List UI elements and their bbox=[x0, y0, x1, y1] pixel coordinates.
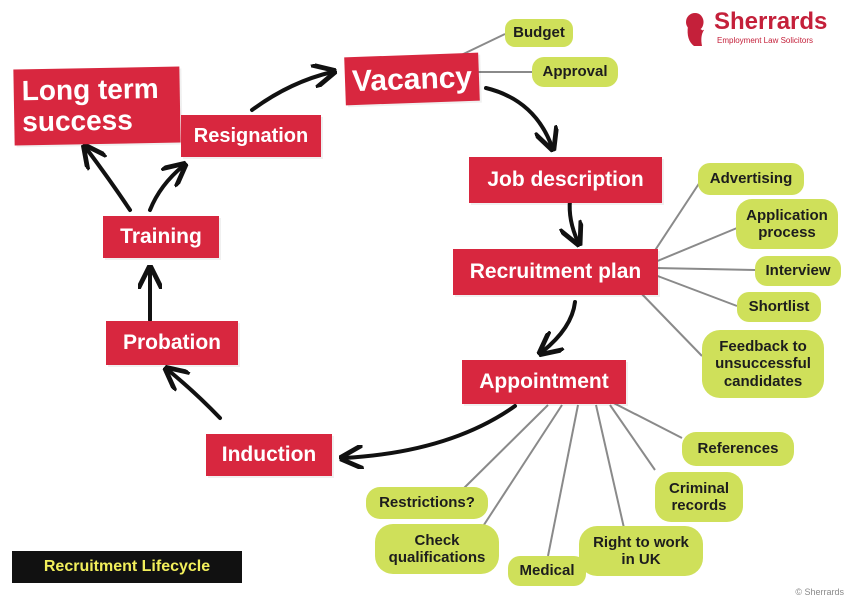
stage-probation: Probation bbox=[106, 321, 238, 365]
stage-training: Training bbox=[103, 216, 219, 258]
detail-feedback: Feedback to unsuccessful candidates bbox=[702, 330, 824, 398]
detail-right-to-work: Right to work in UK bbox=[579, 526, 703, 576]
detail-check-qualifications: Check qualifications bbox=[375, 524, 499, 574]
connector-interview bbox=[654, 267, 756, 271]
copyright-text: © Sherrards bbox=[795, 587, 844, 597]
connector-restrictions bbox=[457, 404, 549, 495]
sherrards-logo: Sherrards Employment Law Solicitors bbox=[684, 8, 844, 48]
arrow-recruitment-plan-to-appointment bbox=[542, 300, 577, 352]
arrow-induction-to-probation bbox=[168, 370, 222, 420]
sherrards-head-icon bbox=[686, 12, 706, 46]
connector-criminal-records bbox=[609, 404, 656, 471]
connector-right-to-work bbox=[595, 404, 625, 529]
arrow-appointment-to-induction bbox=[344, 404, 517, 458]
arrow-training-to-long-term-success bbox=[86, 148, 132, 212]
detail-references: References bbox=[682, 432, 794, 466]
connector-feedback bbox=[637, 289, 703, 357]
arrow-job-description-to-recruitment-plan bbox=[570, 198, 578, 242]
detail-medical: Medical bbox=[508, 556, 586, 586]
connector-application-process bbox=[654, 227, 738, 263]
diagram-caption: Recruitment Lifecycle bbox=[12, 551, 242, 583]
stage-appointment: Appointment bbox=[462, 360, 626, 404]
detail-shortlist: Shortlist bbox=[737, 292, 821, 322]
connector-shortlist bbox=[654, 274, 738, 307]
connector-medical bbox=[547, 404, 579, 557]
arrow-training-to-resignation bbox=[148, 166, 183, 212]
arrow-resignation-to-vacancy bbox=[250, 72, 332, 112]
logo-tagline: Employment Law Solicitors bbox=[717, 36, 814, 45]
stage-job-description: Job description bbox=[469, 157, 662, 203]
stage-recruitment-plan: Recruitment plan bbox=[453, 249, 658, 295]
detail-advertising: Advertising bbox=[698, 163, 804, 195]
stage-vacancy: Vacancy bbox=[344, 52, 480, 106]
detail-interview: Interview bbox=[755, 256, 841, 286]
detail-budget: Budget bbox=[505, 19, 573, 47]
stage-long-term-success: Long term success bbox=[13, 66, 181, 146]
stage-resignation: Resignation bbox=[181, 115, 321, 157]
arrow-vacancy-to-job-description bbox=[484, 86, 552, 147]
detail-application-process: Application process bbox=[736, 199, 838, 249]
connector-check-qualifications bbox=[477, 404, 563, 535]
detail-approval: Approval bbox=[532, 57, 618, 87]
logo-title: Sherrards bbox=[714, 8, 828, 35]
stage-induction: Induction bbox=[206, 434, 332, 476]
connector-advertising bbox=[649, 181, 701, 259]
detail-criminal-records: Criminal records bbox=[655, 472, 743, 522]
detail-restrictions: Restrictions? bbox=[366, 487, 488, 519]
